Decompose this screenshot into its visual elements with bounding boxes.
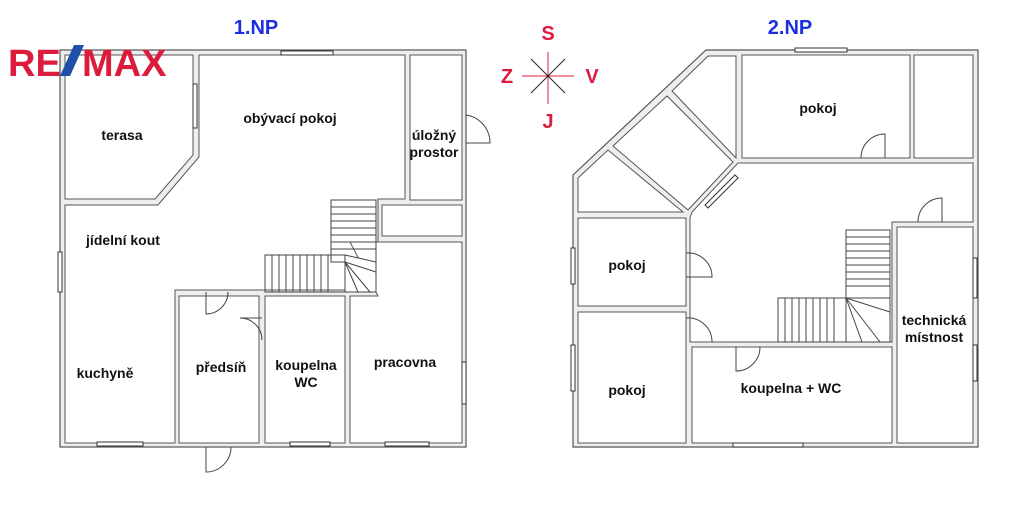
logo-slash <box>60 45 84 76</box>
compass-east: V <box>585 66 599 88</box>
room-label-pokoj-bottom: pokoj <box>608 382 645 398</box>
room-label-pokoj-top: pokoj <box>799 100 836 116</box>
room-label-ulozny: úložný <box>412 127 457 143</box>
room-label-jidelni-kout: jídelní kout <box>85 232 160 248</box>
room-label-technicka: technická <box>902 312 967 328</box>
room-label-obyvaci-pokoj: obývací pokoj <box>243 110 336 126</box>
compass-west: Z <box>501 66 513 88</box>
floor2-plan: pokoj pokoj pokoj koupelna + WC technick… <box>570 47 979 448</box>
room-label-pokoj-left: pokoj <box>608 257 645 273</box>
remax-logo: RE MAX <box>8 43 167 85</box>
room-label-koupelna-wc: koupelna + WC <box>741 380 842 396</box>
room-label-prostor: prostor <box>410 144 460 160</box>
room-label-terasa: terasa <box>101 127 142 143</box>
compass-south: J <box>542 111 553 133</box>
room-label-kuchyne: kuchyně <box>77 365 134 381</box>
floor1-title: 1.NP <box>234 17 278 39</box>
compass-icon: S J Z V <box>501 23 599 133</box>
compass-north: S <box>541 23 554 45</box>
room-label-pracovna: pracovna <box>374 354 436 370</box>
floor2-title: 2.NP <box>768 17 812 39</box>
room-label-predsin: předsíň <box>196 359 247 375</box>
logo-max: MAX <box>82 43 167 85</box>
room-label-mistnost: místnost <box>905 329 964 345</box>
logo-re: RE <box>8 43 61 85</box>
room-label-wc: WC <box>294 374 317 390</box>
floor1-plan: terasa obývací pokoj úložný prostor jíde… <box>57 49 491 473</box>
room-label-koupelna: koupelna <box>275 357 337 373</box>
